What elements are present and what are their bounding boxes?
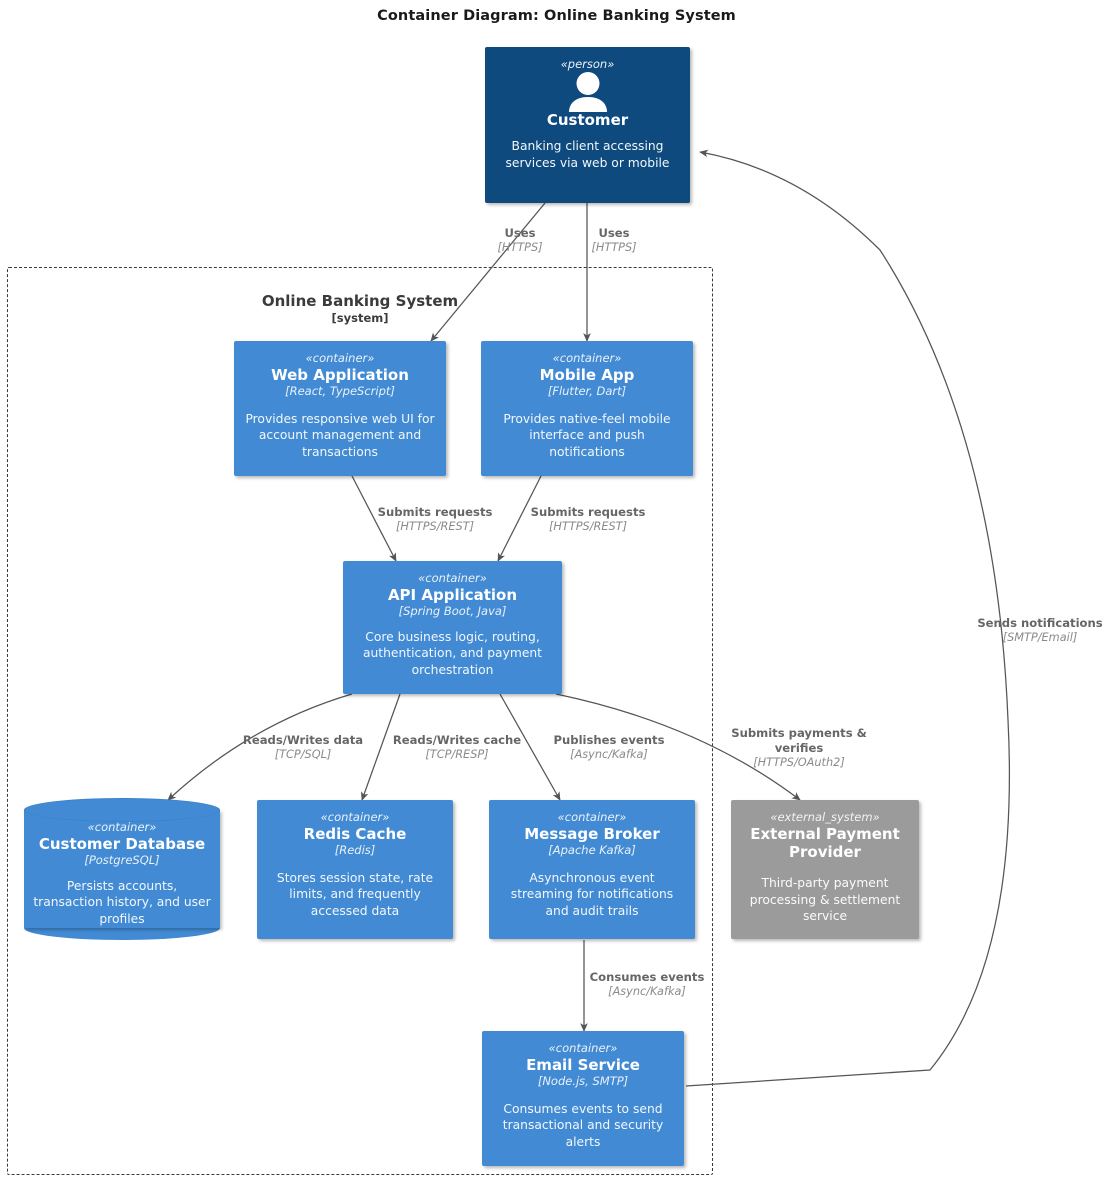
system-boundary-label: Online Banking System [system] <box>230 292 490 326</box>
node-message-broker[interactable]: «container» Message Broker [Apache Kafka… <box>489 800 695 939</box>
node-redis-cache[interactable]: «container» Redis Cache [Redis] Stores s… <box>257 800 453 939</box>
page-title: Container Diagram: Online Banking System <box>377 8 736 24</box>
node-name: API Application <box>387 586 518 605</box>
edge-protocol-text: [HTTPS/REST] <box>549 520 627 534</box>
edge-label-text: Uses <box>504 226 536 240</box>
system-boundary-type: [system] <box>331 311 389 326</box>
edge-label-text: Publishes events <box>553 733 665 747</box>
node-mobile-app[interactable]: «container» Mobile App [Flutter, Dart] P… <box>481 341 693 476</box>
edge-label-submits-payments-verifies: Submits payments & verifies [HTTPS/OAuth… <box>716 726 882 771</box>
node-stereotype: «container» <box>557 810 627 824</box>
edge-label-text: Sends notifications <box>977 616 1103 630</box>
edge-label-uses-web: Uses [HTTPS] <box>468 226 572 256</box>
node-name: External Payment Provider <box>750 825 900 862</box>
node-technology: [Spring Boot, Java] <box>398 604 507 619</box>
edge-protocol-text: [SMTP/Email] <box>1002 631 1078 645</box>
edge-protocol-text: [HTTPS] <box>591 241 637 255</box>
node-stereotype: «person» <box>560 57 615 71</box>
node-description: Banking client accessing services via we… <box>505 139 670 170</box>
edge-label-text: Submits requests <box>377 505 493 519</box>
node-name: Customer Database <box>38 835 206 854</box>
node-technology: [Node.js, SMTP] <box>537 1074 629 1089</box>
edge-label-reads-writes-cache: Reads/Writes cache [TCP/RESP] <box>381 733 533 763</box>
edge-label-sends-notifications: Sends notifications [SMTP/Email] <box>967 616 1113 646</box>
node-name: Email Service <box>526 1056 640 1075</box>
node-technology: [Apache Kafka] <box>548 843 636 858</box>
edge-protocol-text: [TCP/RESP] <box>425 748 489 762</box>
node-name: Web Application <box>271 366 409 385</box>
edge-protocol-text: [Async/Kafka] <box>608 985 686 999</box>
edge-label-text: Submits requests <box>530 505 646 519</box>
edge-label-text: Submits payments & verifies <box>731 726 867 756</box>
edge-protocol-text: [HTTPS] <box>497 241 543 255</box>
edge-label-consumes-events: Consumes events [Async/Kafka] <box>583 970 711 1000</box>
node-name: Message Broker <box>524 825 660 844</box>
node-stereotype: «container» <box>320 810 390 824</box>
edge-label-submits-requests-mobile: Submits requests [HTTPS/REST] <box>513 505 663 535</box>
node-stereotype: «container» <box>418 571 487 585</box>
node-stereotype: «container» <box>305 351 375 365</box>
edge-label-text: Uses <box>598 226 630 240</box>
node-description: Third-party payment processing & settlem… <box>749 876 901 924</box>
node-customer[interactable]: «person» Customer Banking client accessi… <box>485 47 690 203</box>
node-technology: [Redis] <box>334 843 376 858</box>
edge-label-uses-mobile: Uses [HTTPS] <box>562 226 666 256</box>
node-web-application[interactable]: «container» Web Application [React, Type… <box>234 341 446 476</box>
node-stereotype: «container» <box>87 820 157 834</box>
node-name: Mobile App <box>539 366 635 385</box>
edge-label-submits-requests-web: Submits requests [HTTPS/REST] <box>360 505 510 535</box>
node-technology: [React, TypeScript] <box>285 384 395 399</box>
node-description: Provides responsive web UI for account m… <box>245 411 435 459</box>
node-description: Provides native-feel mobile interface an… <box>503 411 671 459</box>
node-customer-database[interactable]: «container» Customer Database [PostgreSQ… <box>24 798 220 940</box>
node-external-payment-provider[interactable]: «external_system» External Payment Provi… <box>731 800 919 939</box>
edge-label-text: Reads/Writes data <box>242 733 364 747</box>
edge-protocol-text: [HTTPS/OAuth2] <box>753 756 845 770</box>
node-name: Redis Cache <box>303 825 407 844</box>
node-email-service[interactable]: «container» Email Service [Node.js, SMTP… <box>482 1031 684 1166</box>
edge-protocol-text: [Async/Kafka] <box>570 748 648 762</box>
node-description: Asynchronous event streaming for notific… <box>510 870 674 918</box>
node-technology: [Flutter, Dart] <box>547 384 627 399</box>
edge-label-text: Consumes events <box>589 970 705 984</box>
node-description: Consumes events to send transactional an… <box>502 1101 664 1149</box>
node-description: Persists accounts, transaction history, … <box>33 878 211 926</box>
node-api-application[interactable]: «container» API Application [Spring Boot… <box>343 561 562 694</box>
node-description: Stores session state, rate limits, and f… <box>276 870 434 918</box>
node-technology: [PostgreSQL] <box>84 853 160 868</box>
edge-protocol-text: [HTTPS/REST] <box>396 520 474 534</box>
system-boundary-name: Online Banking System <box>261 292 459 310</box>
edge-label-text: Reads/Writes cache <box>392 733 522 747</box>
database-cylinder-icon <box>24 798 220 940</box>
edge-label-publishes-events: Publishes events [Async/Kafka] <box>543 733 675 763</box>
node-description: Core business logic, routing, authentica… <box>362 629 543 677</box>
node-name: Customer <box>546 111 629 130</box>
edge-label-reads-writes-data: Reads/Writes data [TCP/SQL] <box>229 733 377 763</box>
edge-email-service-to-customer <box>685 149 1011 1087</box>
edge-protocol-text: [TCP/SQL] <box>274 748 332 762</box>
person-icon <box>494 72 681 113</box>
node-stereotype: «container» <box>548 1041 618 1055</box>
node-stereotype: «container» <box>552 351 622 365</box>
node-stereotype: «external_system» <box>770 810 880 824</box>
